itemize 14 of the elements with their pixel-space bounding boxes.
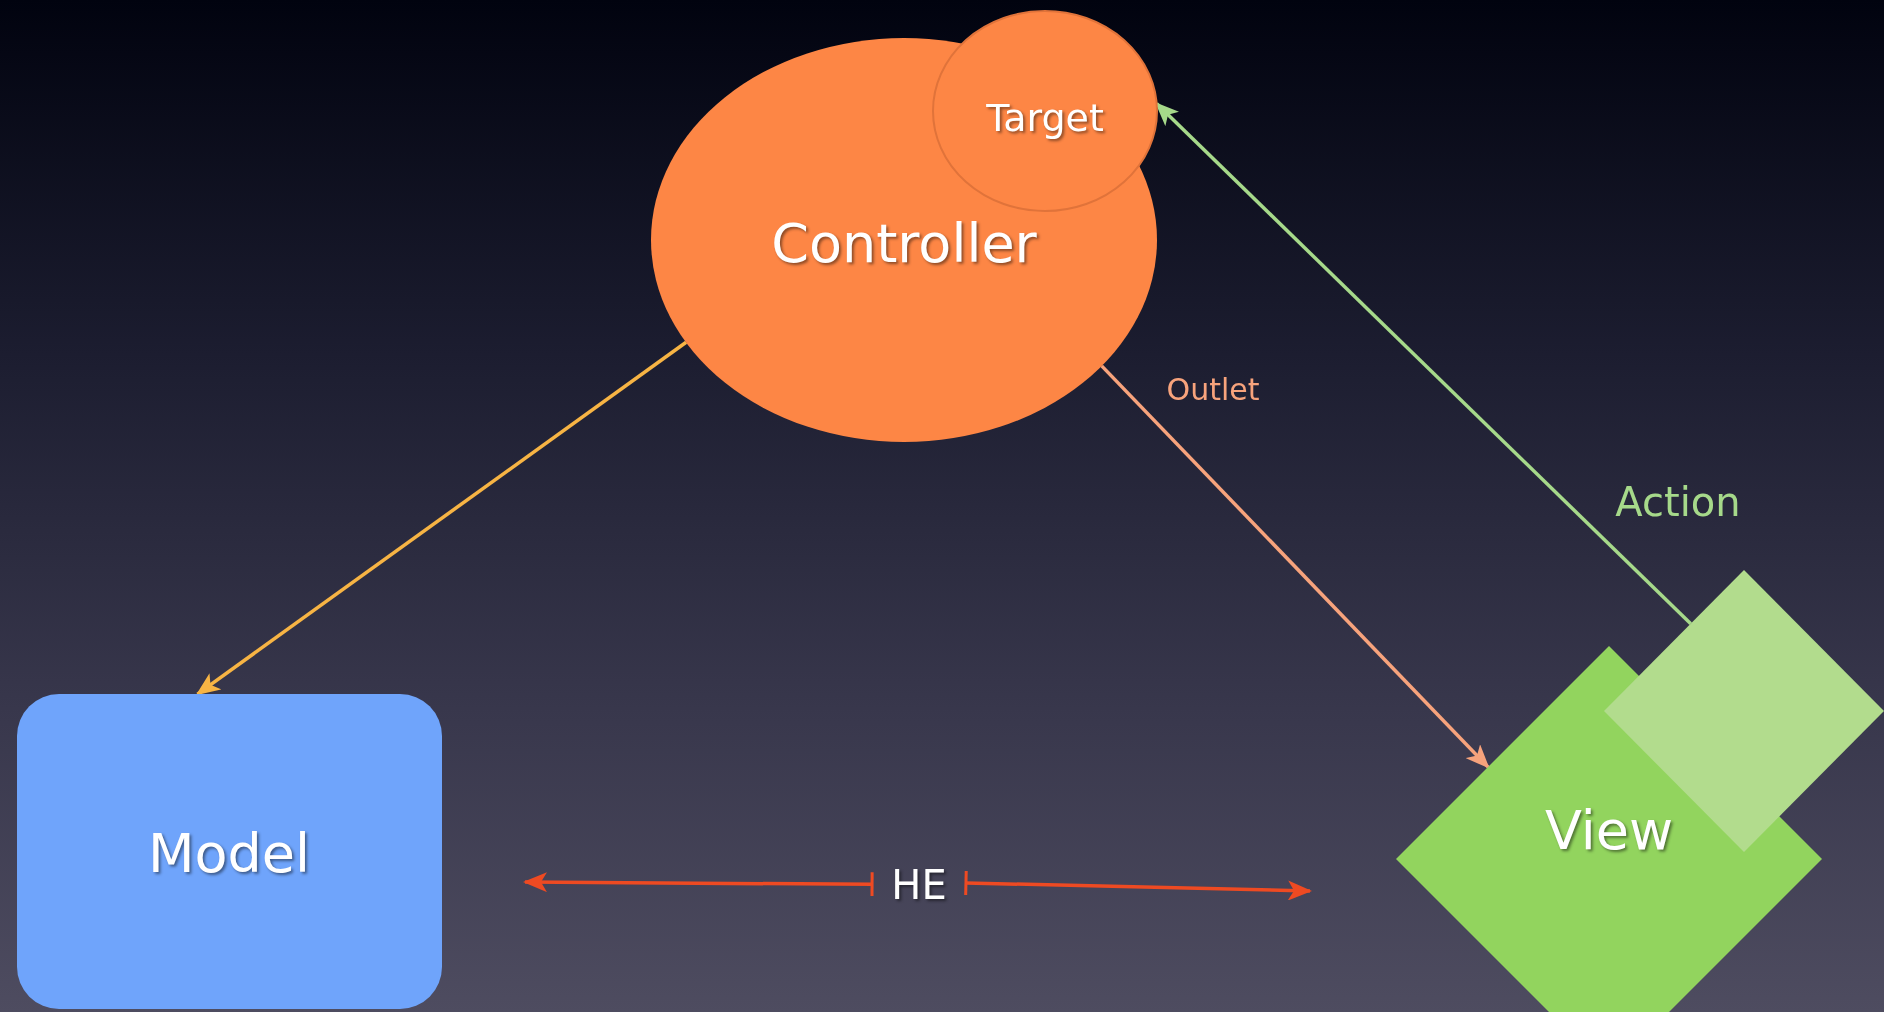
- arrow: [964, 869, 1312, 901]
- diamond-node: [1396, 646, 1822, 1012]
- edge-label: Action: [1615, 480, 1741, 524]
- node-label: Controller: [771, 214, 1037, 274]
- node-label: View: [1544, 801, 1674, 861]
- arrow: [523, 870, 874, 898]
- node-label: Target: [986, 98, 1104, 140]
- arrow: [1100, 364, 1490, 769]
- rounded-box: [17, 694, 442, 1009]
- circle-node: [933, 11, 1157, 211]
- node-label: HE: [891, 863, 947, 907]
- arrow: [195, 340, 688, 696]
- node-label: Model: [147, 824, 311, 884]
- edge-label: Outlet: [1166, 372, 1260, 406]
